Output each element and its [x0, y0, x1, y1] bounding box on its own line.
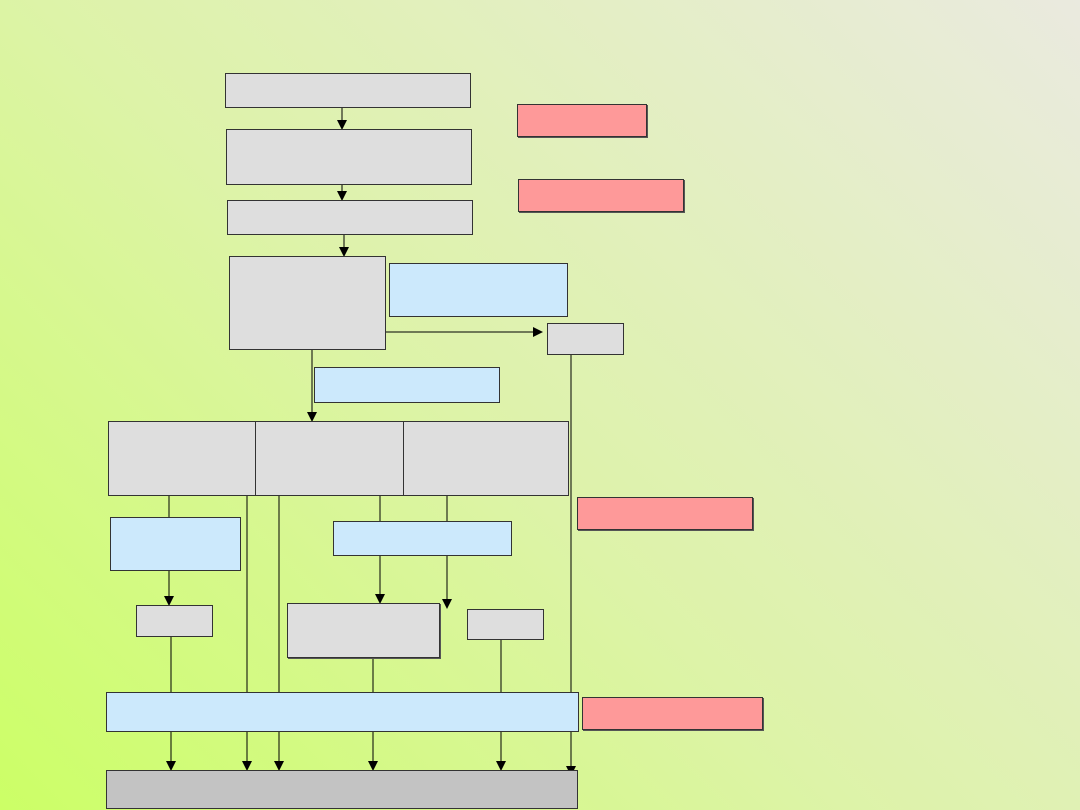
result-box-middle	[287, 603, 440, 658]
highlight-box-4	[582, 697, 763, 730]
highlight-box-3	[577, 497, 753, 530]
process-box-5	[547, 323, 624, 355]
highlight-box-2	[518, 179, 684, 212]
branch-box-right	[403, 421, 569, 496]
branch-box-middle	[255, 421, 404, 496]
process-box-3	[227, 200, 473, 235]
annotation-box-3	[110, 517, 241, 571]
highlight-box-1	[517, 104, 647, 137]
terminal-box	[106, 770, 578, 809]
result-box-left	[136, 605, 213, 637]
annotation-box-2	[314, 367, 500, 403]
process-box-2	[226, 129, 472, 185]
annotation-box-4	[333, 521, 512, 556]
process-box-1	[225, 73, 471, 108]
decision-box-4	[229, 256, 386, 350]
merge-bar	[106, 692, 579, 732]
annotation-box-1	[389, 263, 568, 317]
branch-box-left	[108, 421, 256, 496]
result-box-right	[467, 609, 544, 640]
